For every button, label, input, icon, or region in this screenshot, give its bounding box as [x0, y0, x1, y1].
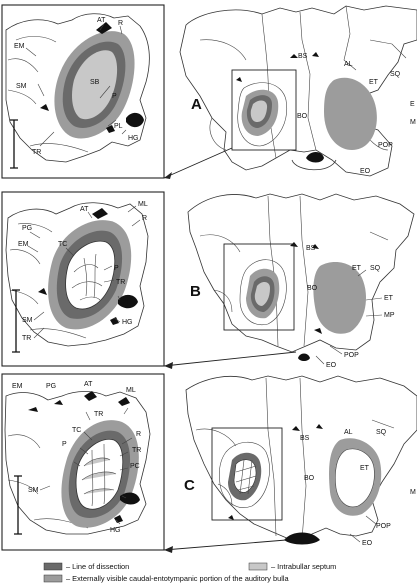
skull-c-label-bo: BO — [304, 475, 315, 482]
skull-c-label-eo: EO — [362, 540, 373, 547]
skull-b-label-bs: BS — [306, 245, 316, 252]
bulla-right-b — [313, 262, 366, 334]
skull-b-label-sq: SQ — [370, 265, 381, 272]
panel-letter-c: C — [184, 477, 195, 494]
skull-b-label-mp: MP — [384, 312, 395, 319]
inset-a-label-hg: HG — [128, 135, 139, 142]
inset-c-label-hg: HG — [110, 527, 121, 534]
skull-c-label-pop: POP — [376, 523, 391, 530]
skull-c-label-sq: SQ — [376, 429, 387, 436]
skull-a-label-sq: SQ — [390, 71, 401, 78]
skull-b: BS ET SQ BO ET MP POP EO — [188, 194, 414, 369]
inset-c-label-at: AT — [84, 381, 93, 388]
inset-c-label-tc: TC — [72, 427, 81, 434]
inset-a-label-sb: SB — [90, 79, 100, 86]
skull-c-label-bs: BS — [300, 435, 310, 442]
inset-b-label-pg: PG — [22, 225, 32, 232]
inset-b-label-tr2: TR — [22, 335, 31, 342]
panel-c: BS AL SQ ET BO M POP EO EM PG AT ML — [2, 374, 417, 553]
skull-b-label-et1: ET — [352, 265, 362, 272]
skull-a-label-eo: EO — [360, 168, 371, 175]
bulla-right-a — [324, 78, 377, 150]
inset-b-label-tr1: TR — [116, 279, 125, 286]
inset-b-label-tc: TC — [58, 241, 67, 248]
inset-c-label-pg: PG — [46, 383, 56, 390]
panel-a: BS AL SQ ET E BO M POP EO AT R EM — [2, 5, 417, 179]
skull-b-label-et2: ET — [384, 295, 394, 302]
inset-a-label-em: EM — [14, 43, 25, 50]
skull-c-label-m: M — [410, 489, 416, 496]
inset-c: EM PG AT ML TR TC R P TR PC SM PL HG — [2, 374, 164, 550]
inset-c-label-ml: ML — [126, 387, 136, 394]
pointer-line-c — [164, 540, 286, 550]
skull-a-label-pop: POP — [378, 142, 393, 149]
inset-a-label-tr: TR — [32, 149, 41, 156]
inset-a-label-at: AT — [97, 17, 106, 24]
panel-b: BS ET SQ BO ET MP POP EO AT ML R PG EM — [2, 192, 414, 369]
skull-c-label-al: AL — [344, 429, 353, 436]
skull-c: BS AL SQ ET BO M POP EO — [186, 376, 417, 547]
inset-b-label-sm: SM — [22, 317, 33, 324]
inset-c-label-r: R — [136, 431, 141, 438]
inset-b-label-p: P — [114, 265, 119, 272]
inset-a-label-r: R — [118, 20, 123, 27]
panel-letter-b: B — [190, 283, 201, 300]
inset-b-label-em: EM — [18, 241, 29, 248]
inset-c-label-p: P — [62, 441, 67, 448]
skull-a-label-bs: BS — [298, 53, 308, 60]
inset-b-label-ml: ML — [138, 201, 148, 208]
skull-a-label-m: M — [410, 119, 416, 126]
inset-c-label-tr1: TR — [94, 411, 103, 418]
inset-c-label-tr2: TR — [132, 447, 141, 454]
pointer-arrow-a — [164, 172, 172, 179]
skull-a-label-bo: BO — [297, 113, 308, 120]
legend-text-dissection: – Line of dissection — [66, 562, 129, 571]
inset-a: AT R EM SM SB P PL HG TR — [2, 5, 164, 178]
inset-c-label-pc: PC — [130, 463, 140, 470]
inset-a-label-p: P — [112, 93, 117, 100]
skull-b-label-bo: BO — [307, 285, 318, 292]
inset-b: AT ML R PG EM TC P TR PL SM HG TR — [2, 192, 164, 366]
inset-c-label-pl: PL — [130, 495, 139, 502]
legend-swatch-external — [44, 575, 62, 582]
skull-b-label-eo: EO — [326, 362, 337, 369]
legend-swatch-septum — [249, 563, 267, 570]
inset-c-label-sm: SM — [28, 487, 39, 494]
skull-a: BS AL SQ ET E BO M POP EO — [180, 6, 417, 176]
panel-letter-a: A — [191, 96, 202, 113]
legend: – Line of dissection – Intrabullar septu… — [44, 562, 336, 583]
inset-b-label-at: AT — [80, 206, 89, 213]
pointer-line-a — [164, 148, 232, 178]
inset-a-label-sm: SM — [16, 83, 27, 90]
legend-swatch-dissection — [44, 563, 62, 570]
skull-a-label-e: E — [410, 101, 415, 108]
legend-text-external: – Externally visible caudal-entotympanic… — [66, 574, 290, 583]
pointer-arrow-c — [164, 546, 173, 553]
inset-a-label-pl: PL — [114, 123, 123, 130]
inset-b-label-hg: HG — [122, 319, 133, 326]
skull-b-label-pop: POP — [344, 352, 359, 359]
inset-c-label-em: EM — [12, 383, 23, 390]
pointer-line-b — [164, 352, 296, 366]
legend-text-septum: – Intrabullar septum — [271, 562, 336, 571]
inset-b-label-r: R — [142, 215, 147, 222]
inset-b-label-pl: PL — [122, 299, 131, 306]
skull-a-label-al: AL — [344, 61, 353, 68]
skull-a-label-et: ET — [369, 79, 379, 86]
skull-c-label-et: ET — [360, 465, 370, 472]
pointer-arrow-b — [164, 362, 173, 369]
